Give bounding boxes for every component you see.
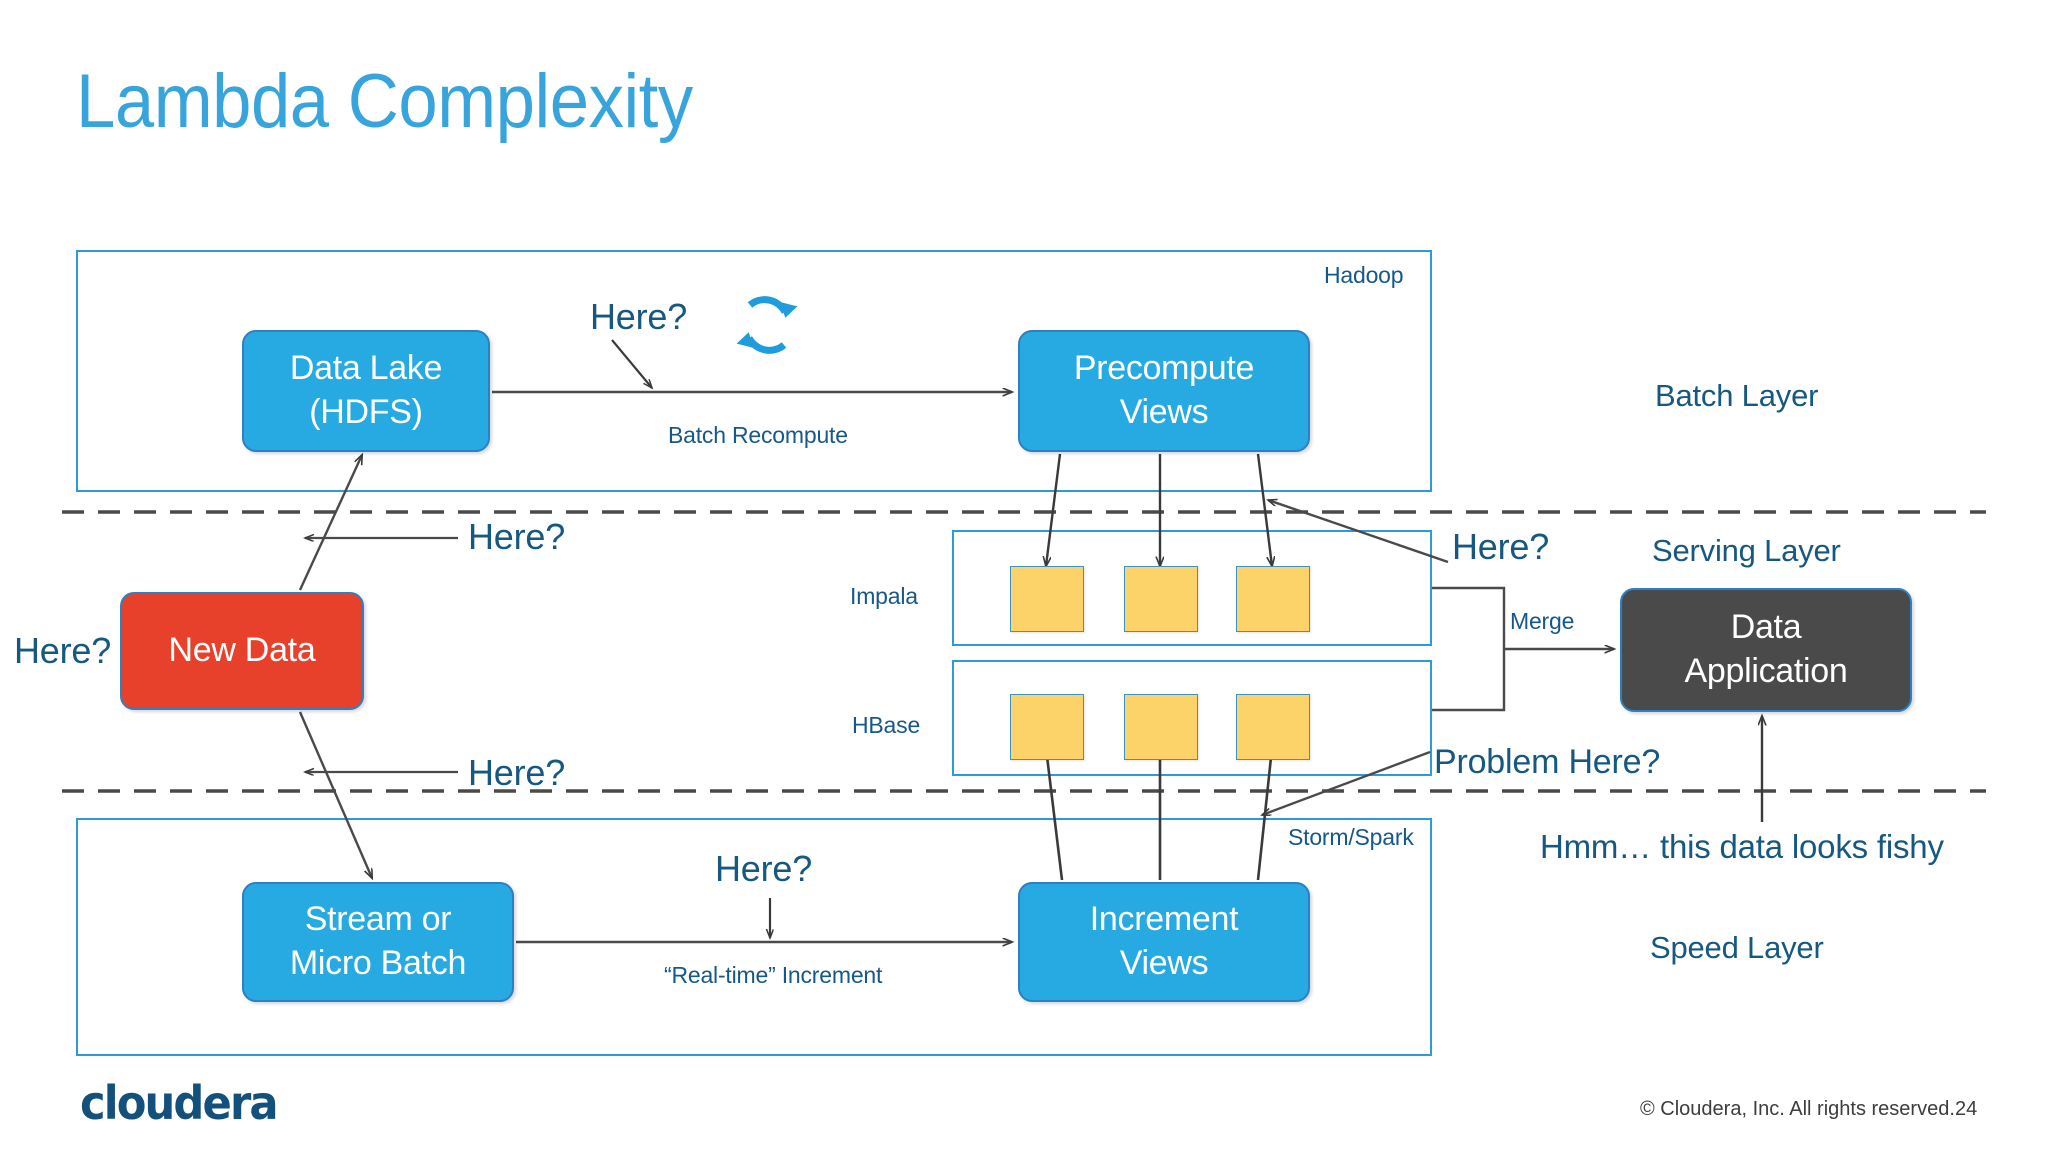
node-precompute-views[interactable]: Precompute Views	[1018, 330, 1310, 452]
hbase-view-tile[interactable]	[1236, 694, 1310, 760]
impala-view-tile[interactable]	[1010, 566, 1084, 632]
annotation-here-batch: Here?	[590, 296, 688, 337]
node-stream-line2: Micro Batch	[289, 944, 467, 982]
node-data-lake[interactable]: Data Lake (HDFS)	[242, 330, 490, 452]
node-increment-line2: Views	[1119, 944, 1209, 982]
annotation-here-speed: Here?	[715, 848, 813, 889]
node-data-lake-line2: (HDFS)	[309, 393, 423, 431]
annotation-here-serving: Here?	[1452, 526, 1550, 567]
merge-bracket	[1432, 586, 1506, 712]
node-increment-line1: Increment	[1089, 900, 1239, 939]
edge-label-realtime-increment: “Real-time” Increment	[664, 962, 883, 988]
layer-label-batch: Batch Layer	[1655, 378, 1819, 413]
refresh-cycle-icon	[736, 296, 798, 354]
node-precompute-line2: Views	[1119, 393, 1209, 431]
annotation-here-left: Here?	[14, 630, 112, 671]
node-data-app-line2: Application	[1684, 652, 1848, 690]
node-new-data[interactable]: New Data	[120, 592, 364, 710]
tech-label-hbase: HBase	[852, 712, 921, 738]
annotation-problem-here: Problem Here?	[1434, 743, 1661, 781]
node-precompute-line1: Precompute	[1073, 349, 1255, 388]
layer-label-speed: Speed Layer	[1650, 930, 1824, 965]
copyright-text: © Cloudera, Inc. All rights reserved.	[1640, 1098, 1955, 1120]
node-new-data-label: New Data	[168, 631, 316, 670]
page-number: 24	[1955, 1098, 1978, 1120]
node-data-app-line1: Data	[1730, 608, 1802, 647]
hbase-view-tile[interactable]	[1010, 694, 1084, 760]
tech-label-impala: Impala	[850, 583, 918, 609]
node-stream-micro-batch[interactable]: Stream or Micro Batch	[242, 882, 514, 1002]
tech-label-storm-spark: Storm/Spark	[1288, 824, 1414, 850]
hbase-view-tile[interactable]	[1124, 694, 1198, 760]
page-title: Lambda Complexity	[76, 59, 693, 144]
impala-view-tile[interactable]	[1124, 566, 1198, 632]
impala-view-tile[interactable]	[1236, 566, 1310, 632]
annotation-here-newdata-down: Here?	[468, 752, 566, 793]
layer-label-serving: Serving Layer	[1652, 533, 1841, 568]
edge-label-merge: Merge	[1510, 608, 1575, 634]
cloudera-logo: cloudera	[80, 1076, 279, 1130]
node-data-lake-line1: Data Lake	[289, 349, 443, 388]
node-increment-views[interactable]: Increment Views	[1018, 882, 1310, 1002]
tech-label-hadoop: Hadoop	[1324, 262, 1404, 288]
node-stream-line1: Stream or	[304, 900, 452, 939]
annotation-data-looks-fishy: Hmm… this data looks fishy	[1540, 828, 1944, 865]
node-data-application[interactable]: Data Application	[1620, 588, 1912, 712]
annotation-here-newdata-up: Here?	[468, 516, 566, 557]
edge-label-batch-recompute: Batch Recompute	[668, 422, 848, 448]
